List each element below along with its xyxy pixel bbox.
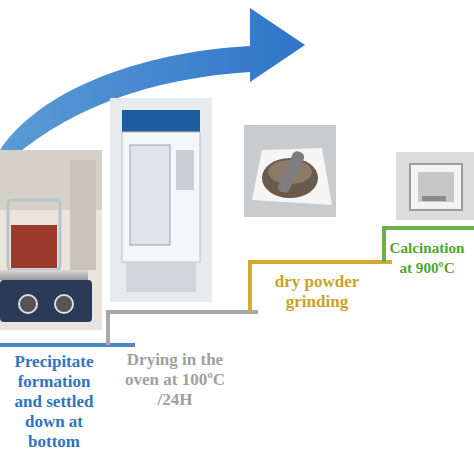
mortar-photo (244, 125, 336, 217)
oven-photo (110, 98, 212, 302)
step-label: Calcination at 900ºC (383, 238, 471, 278)
step-line (250, 262, 392, 312)
step-text: Precipitate formation and settled down a… (4, 352, 104, 452)
step-label: Drying in the oven at 100ºC /24H (116, 350, 234, 410)
step-text: Calcination at 900ºC (383, 238, 471, 278)
step-text: dry powder grinding (256, 272, 378, 312)
stirrer-photo (0, 150, 102, 330)
step-label: dry powder grinding (256, 272, 378, 312)
step-line (0, 343, 135, 347)
step-text: Drying in the oven at 100ºC /24H (116, 350, 234, 410)
furnace-photo (396, 152, 474, 220)
step-label: Precipitate formation and settled down a… (4, 352, 104, 452)
step-line (108, 312, 258, 345)
